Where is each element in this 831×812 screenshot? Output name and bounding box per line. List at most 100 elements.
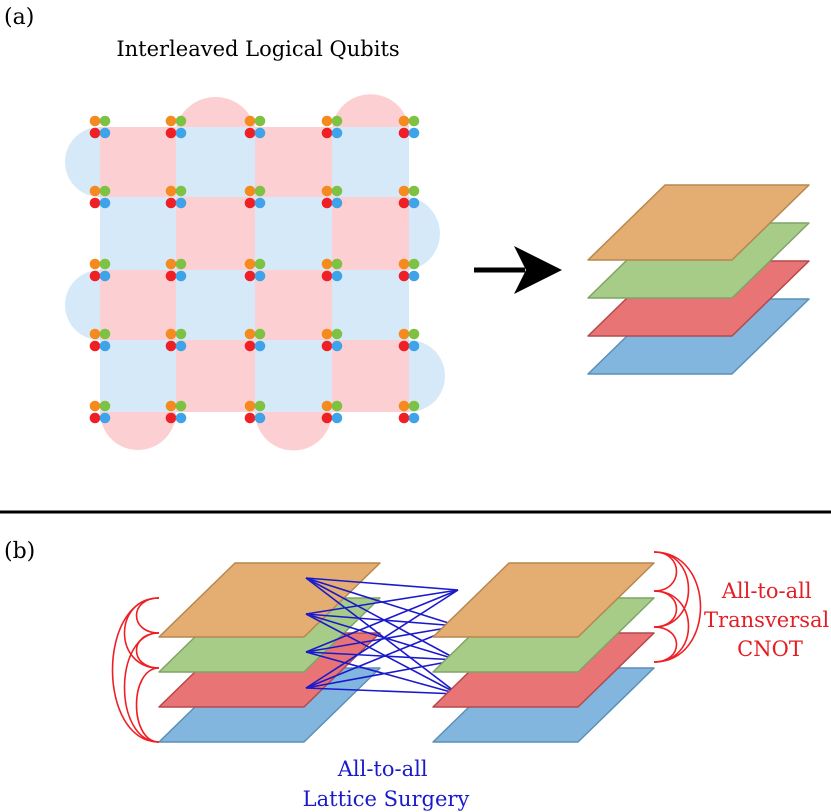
qubit-dot <box>175 270 187 282</box>
qubit-dot <box>331 400 343 412</box>
qubit-dot <box>99 400 111 412</box>
qubit-dot <box>254 127 266 139</box>
surgery-link <box>305 577 459 591</box>
cnot-arc <box>135 667 160 743</box>
data-qubit-cluster <box>89 185 111 209</box>
plaquette <box>100 197 176 270</box>
qubit-dot <box>244 258 256 270</box>
qubit-dot <box>165 127 177 139</box>
qubit-dot <box>254 115 266 127</box>
qubit-dot <box>331 197 343 209</box>
data-qubit-cluster <box>321 115 343 139</box>
panel-b: (b) All-to-all Transversal CNOT All-to-a… <box>4 539 830 811</box>
qubit-dot <box>165 185 177 197</box>
qubit-dot <box>89 412 101 424</box>
plaquette <box>100 270 176 340</box>
plaquette <box>176 270 255 340</box>
transversal-label-line-1: All-to-all <box>721 579 812 603</box>
surgery-link <box>305 589 459 689</box>
boundary-plaquette <box>100 412 176 450</box>
qubit-dot <box>398 270 410 282</box>
surgery-link <box>305 577 459 661</box>
qubit-dot <box>331 412 343 424</box>
layer-orange <box>432 562 655 638</box>
data-qubit-cluster <box>398 400 420 424</box>
qubit-dot <box>408 185 420 197</box>
qubit-dot <box>321 197 333 209</box>
qubit-dot <box>89 185 101 197</box>
surgery-link <box>305 613 459 661</box>
qubit-dot <box>321 400 333 412</box>
qubit-dot <box>99 412 111 424</box>
data-qubit-cluster <box>165 115 187 139</box>
qubit-dot <box>175 197 187 209</box>
plaquette <box>255 127 332 197</box>
qubit-dot <box>99 270 111 282</box>
qubit-dot <box>244 197 256 209</box>
qubit-dot <box>244 270 256 282</box>
surgery-link <box>305 613 459 695</box>
data-qubit-cluster <box>244 185 266 209</box>
qubit-dot <box>331 258 343 270</box>
qubit-dot <box>165 400 177 412</box>
transversal-label-line-2: Transversal <box>704 608 829 632</box>
qubit-dot <box>398 197 410 209</box>
qubit-dot <box>165 115 177 127</box>
qubit-dot <box>89 400 101 412</box>
qubit-dot <box>254 340 266 352</box>
qubit-dot <box>89 258 101 270</box>
panel-a-label: (a) <box>4 5 34 30</box>
plaquette <box>176 340 255 412</box>
plaquette <box>332 127 409 197</box>
panel-a-title: Interleaved Logical Qubits <box>116 37 399 61</box>
qubit-dot <box>398 412 410 424</box>
qubit-dot <box>99 340 111 352</box>
qubit-dot <box>89 197 101 209</box>
qubit-dot <box>408 258 420 270</box>
boundary-plaquette <box>409 340 445 412</box>
qubit-dot <box>244 185 256 197</box>
cnot-arc <box>653 626 678 663</box>
logical-block-right <box>432 562 655 743</box>
qubit-dot <box>175 115 187 127</box>
qubit-dot <box>408 197 420 209</box>
qubit-dot <box>175 185 187 197</box>
data-qubit-cluster <box>398 328 420 352</box>
qubit-dot <box>254 412 266 424</box>
qubit-dot <box>244 412 256 424</box>
qubit-dot <box>398 340 410 352</box>
qubit-dot <box>244 328 256 340</box>
qubit-dot <box>321 340 333 352</box>
qubit-dot <box>165 340 177 352</box>
plaquette <box>255 270 332 340</box>
plaquette <box>255 197 332 270</box>
panel-a: (a) Interleaved Logical Qubits <box>4 5 810 451</box>
qubit-dot <box>408 412 420 424</box>
qubit-dot <box>244 340 256 352</box>
qubit-dot <box>175 340 187 352</box>
data-qubit-cluster <box>89 400 111 424</box>
plaquette <box>176 127 255 197</box>
surface-code-lattice <box>65 94 445 451</box>
transversal-cnot-arcs-left <box>111 597 160 743</box>
plaquette <box>255 340 332 412</box>
qubit-dot <box>408 400 420 412</box>
plaquette <box>332 340 409 412</box>
data-qubit-cluster <box>89 328 111 352</box>
plaquette <box>332 270 409 340</box>
logical-qubit-layer-stack <box>587 184 810 375</box>
data-qubit-cluster <box>244 115 266 139</box>
boundary-plaquette <box>332 94 409 127</box>
qubit-dot <box>331 328 343 340</box>
qubit-dot <box>165 258 177 270</box>
surgery-link <box>305 687 459 695</box>
qubit-dot <box>175 258 187 270</box>
qubit-dot <box>165 197 177 209</box>
data-qubit-cluster <box>244 258 266 282</box>
data-qubit-cluster <box>398 258 420 282</box>
qubit-dot <box>321 127 333 139</box>
layer-orange <box>587 184 810 261</box>
surgery-link <box>305 651 459 661</box>
data-qubit-cluster <box>165 185 187 209</box>
plaquette <box>100 127 176 197</box>
